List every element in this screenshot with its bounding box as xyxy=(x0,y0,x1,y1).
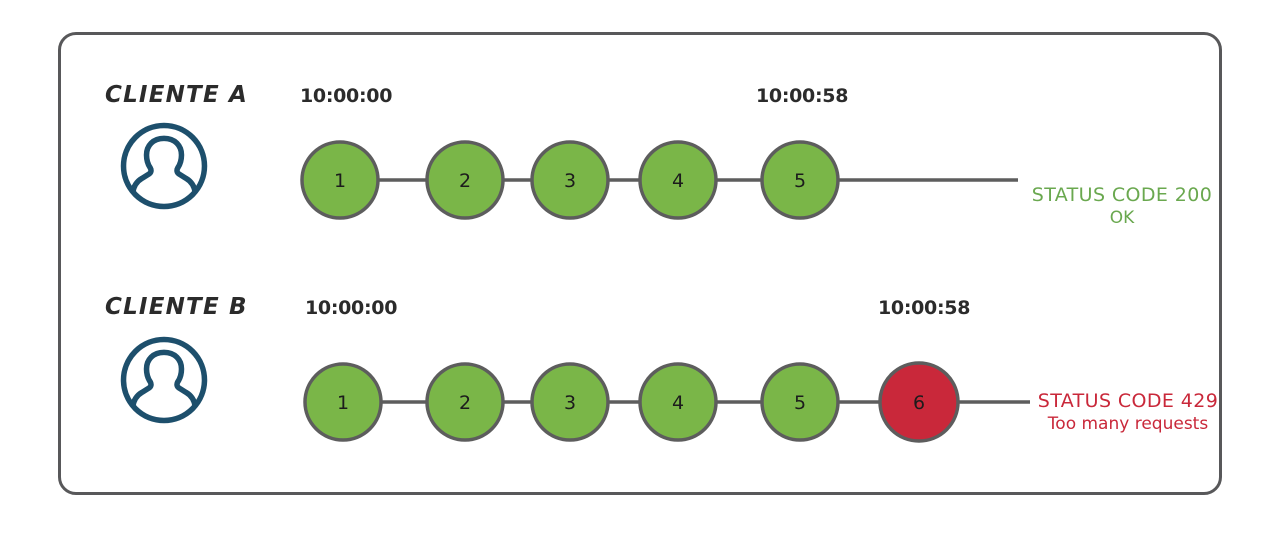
client-b-label: CLIENTE B xyxy=(105,294,248,320)
user-avatar-icon xyxy=(118,120,210,212)
row-b-status-code: STATUS CODE 429 xyxy=(1037,390,1219,412)
row-b-status-text: Too many requests xyxy=(1047,414,1209,434)
row-a-status-text: OK xyxy=(1109,208,1135,228)
row-a-status-badge: STATUS CODE 200 OK xyxy=(1022,184,1222,228)
user-avatar-icon xyxy=(118,334,210,426)
row-b-end-time: 10:00:58 xyxy=(878,297,971,319)
row-b-status-badge: STATUS CODE 429 Too many requests xyxy=(1028,390,1228,434)
row-b-start-time: 10:00:00 xyxy=(305,297,398,319)
row-a-end-time: 10:00:58 xyxy=(756,85,849,107)
row-a-start-time: 10:00:00 xyxy=(300,85,393,107)
row-a-status-code: STATUS CODE 200 xyxy=(1031,184,1213,206)
client-a-label: CLIENTE A xyxy=(105,82,249,108)
